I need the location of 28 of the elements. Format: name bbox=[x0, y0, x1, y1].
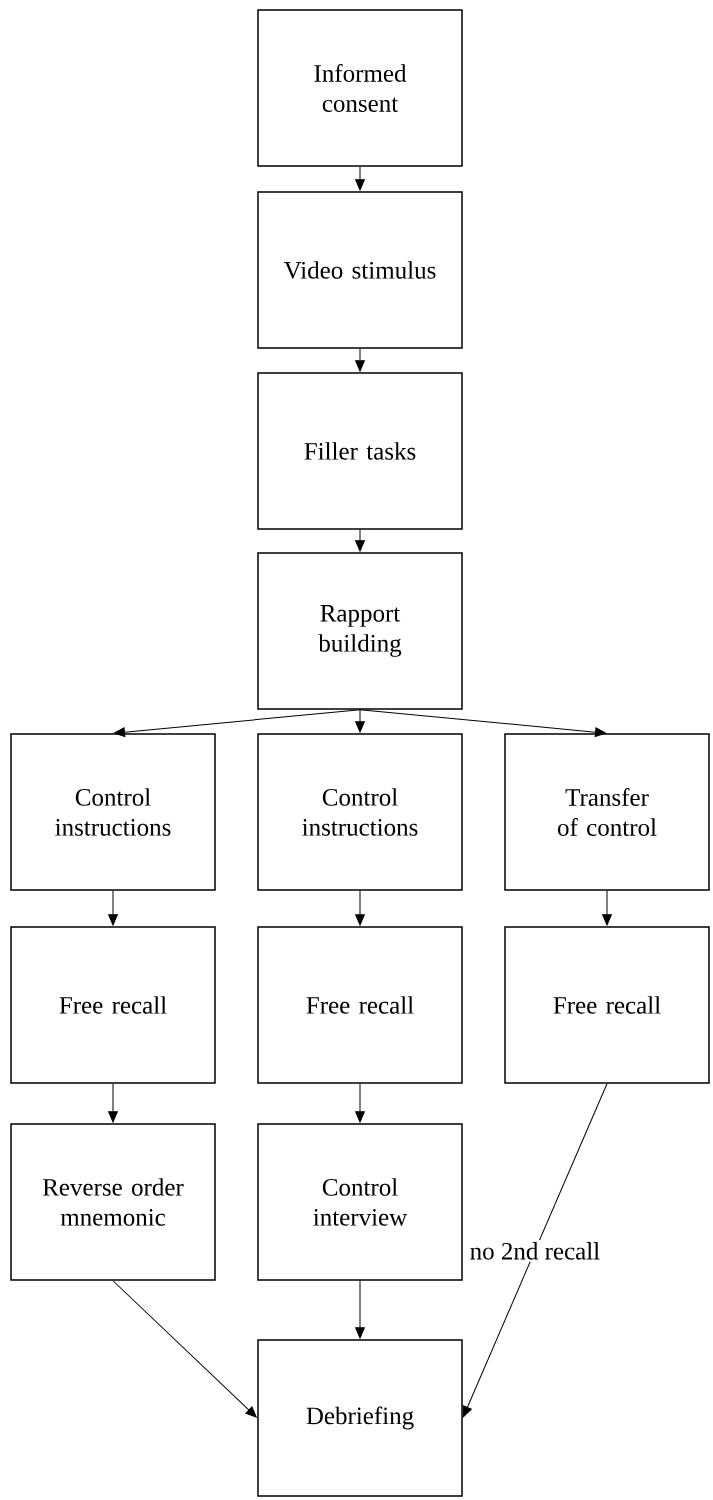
process-box: Rapport building bbox=[257, 552, 463, 710]
arrow bbox=[462, 1083, 608, 1418]
process-box: Free recall bbox=[10, 926, 216, 1084]
arrow bbox=[602, 890, 612, 926]
arrow bbox=[108, 890, 118, 926]
process-box: Filler tasks bbox=[257, 372, 463, 530]
process-box: Free recall bbox=[504, 926, 710, 1084]
process-box: Reverse order mnemonic bbox=[10, 1123, 216, 1281]
process-box: Informed consent bbox=[257, 9, 463, 167]
process-box: Transfer of control bbox=[504, 733, 710, 891]
arrow bbox=[355, 166, 365, 191]
edge-label: no 2nd recall bbox=[467, 1240, 603, 1262]
process-box: Video stimulus bbox=[257, 191, 463, 349]
arrow bbox=[113, 709, 361, 737]
process-box: Debriefing bbox=[257, 1339, 463, 1497]
arrow bbox=[355, 348, 365, 372]
process-box: Control instructions bbox=[10, 733, 216, 891]
arrow bbox=[108, 1083, 118, 1123]
process-box: Control instructions bbox=[257, 733, 463, 891]
arrow bbox=[355, 709, 365, 733]
arrow bbox=[355, 1083, 365, 1123]
arrow bbox=[355, 1280, 365, 1339]
arrow bbox=[355, 890, 365, 926]
arrow bbox=[112, 1280, 257, 1418]
arrow bbox=[355, 529, 365, 552]
process-box: Free recall bbox=[257, 926, 463, 1084]
arrow bbox=[359, 709, 607, 737]
process-box: Control interview bbox=[257, 1123, 463, 1281]
